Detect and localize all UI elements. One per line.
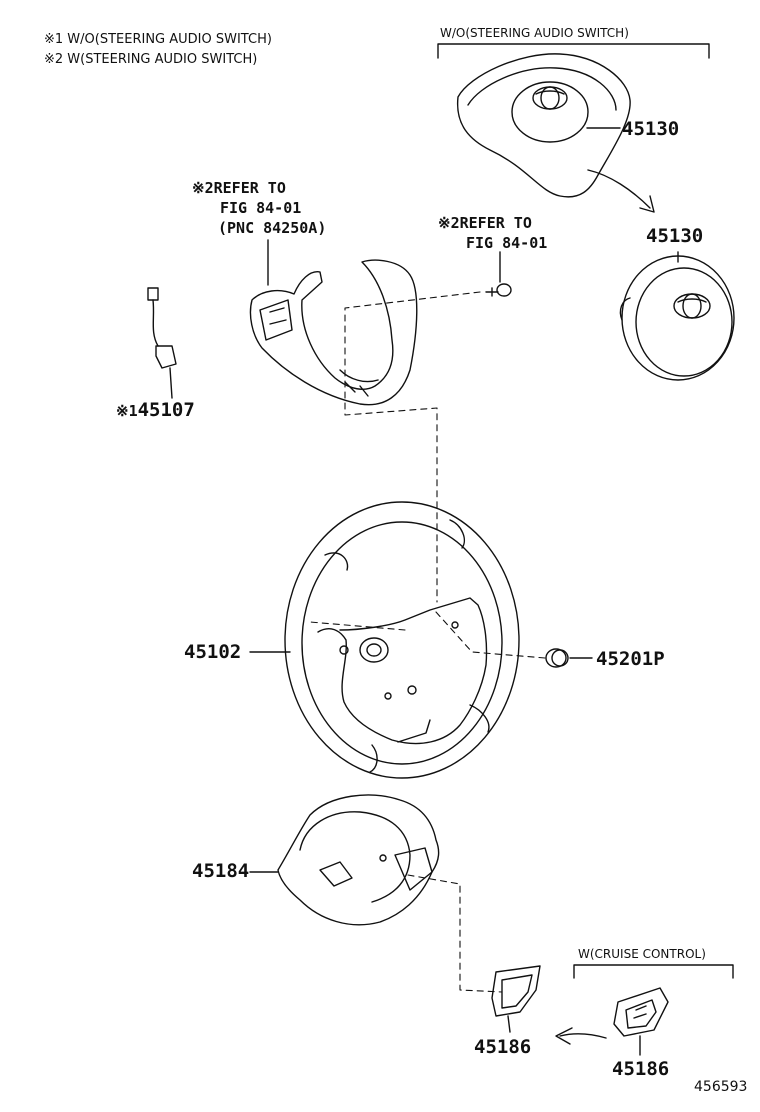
note-2: ※2 W(STEERING AUDIO SWITCH) [44,52,258,67]
figure-id: 456593 [694,1079,748,1095]
part-45130-a: 45130 [622,118,680,140]
steering-wheel-45102 [249,501,520,779]
screw-part [485,251,512,297]
arrow-icon [587,169,651,209]
ref-2-line-1: ※2REFER TO [438,214,532,232]
wire-harness-45107 [147,287,177,399]
switch-bezel-upper [249,239,418,406]
ref-2-line-2: FIG 84-01 [466,234,548,252]
part-45102: 45102 [184,641,242,663]
part-45107: ※145107 [116,399,195,421]
part-45186-b: 45186 [612,1058,670,1080]
group-label-w-cruise: W(CRUISE CONTROL) [578,947,706,961]
part-45201p: 45201P [596,648,665,670]
ref-1-line-2: FIG 84-01 [220,199,302,217]
note-1: ※1 W/O(STEERING AUDIO SWITCH) [44,32,272,47]
airbag-45130-side [619,251,735,381]
part-45130-b: 45130 [646,225,704,247]
group-label-wo-audio: W/O(STEERING AUDIO SWITCH) [440,26,629,40]
cover-45186-left [491,965,541,1033]
cover-45186-right [613,987,669,1056]
arrow-icon-2 [559,1033,607,1039]
group-bracket-wo-audio [437,43,710,59]
ref-1-line-3: (PNC 84250A) [218,219,327,237]
ref-1-line-1: ※2REFER TO [192,179,286,197]
group-bracket-w-cruise [573,964,734,979]
airbag-45130-top [456,53,631,198]
lower-cover-45184 [249,794,440,926]
part-45184: 45184 [192,860,250,882]
part-45186-a: 45186 [474,1036,532,1058]
nut-45201p [545,648,593,668]
